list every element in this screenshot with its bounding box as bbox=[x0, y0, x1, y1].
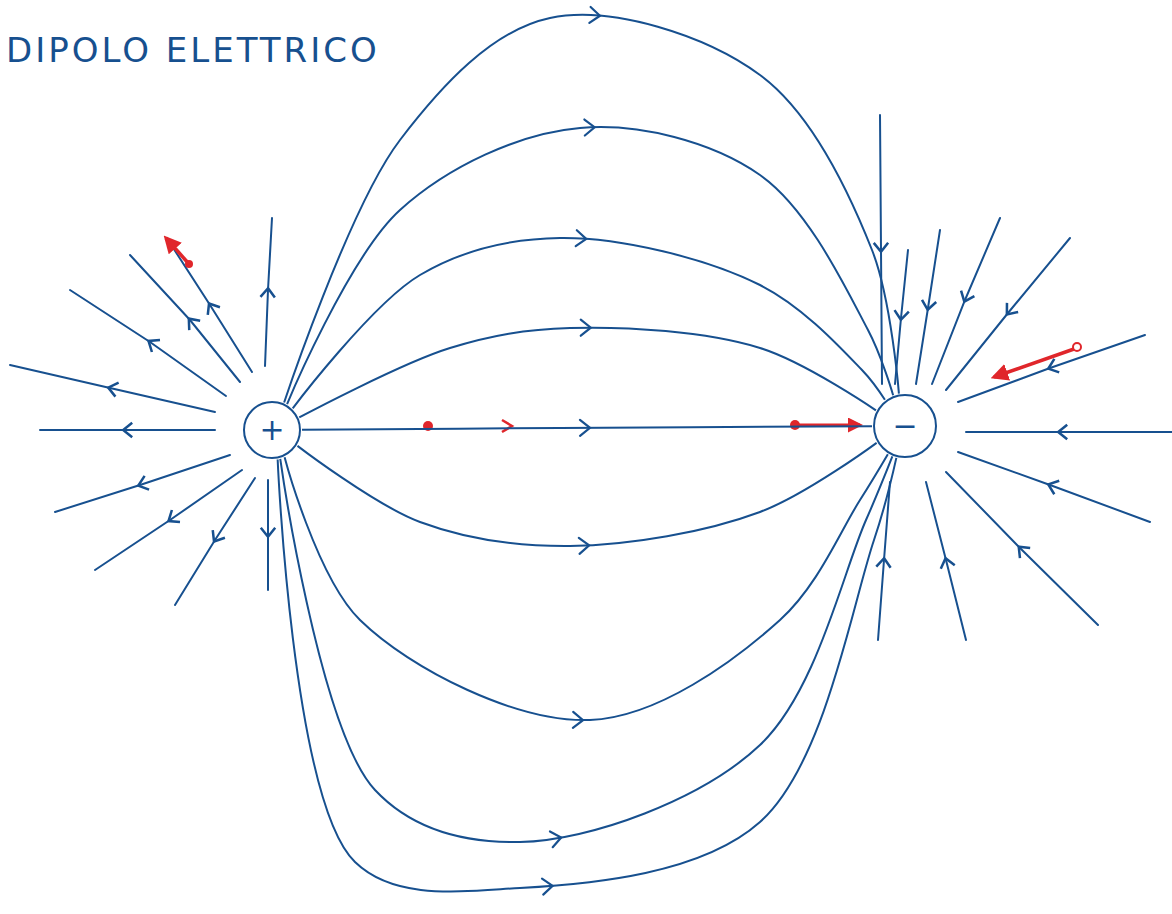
arrow-head bbox=[550, 830, 563, 847]
field-line bbox=[926, 482, 966, 640]
field-line-connector bbox=[302, 420, 872, 436]
arrow-head bbox=[576, 230, 587, 247]
field-vector-marks bbox=[166, 238, 1081, 432]
field-line-connector bbox=[299, 320, 876, 418]
arrow-head bbox=[589, 7, 600, 24]
field-line bbox=[299, 328, 876, 418]
arrow-head bbox=[542, 878, 553, 895]
arrow-head bbox=[581, 320, 591, 336]
field-line bbox=[40, 429, 215, 431]
field-line bbox=[932, 218, 1000, 384]
charge-sign: − bbox=[892, 411, 917, 441]
field-line bbox=[895, 250, 908, 384]
field-line bbox=[10, 365, 215, 412]
arrow-head bbox=[573, 712, 583, 728]
field-line bbox=[55, 455, 230, 512]
arrow-head bbox=[579, 537, 590, 553]
field-line bbox=[284, 15, 899, 403]
field-vector bbox=[502, 420, 512, 432]
field-line bbox=[265, 218, 272, 366]
field-line-connector bbox=[297, 443, 876, 554]
charge-circle: − bbox=[873, 394, 937, 458]
field-line bbox=[966, 431, 1172, 433]
field-vector bbox=[994, 349, 1074, 377]
field-line bbox=[70, 290, 226, 396]
field-line bbox=[297, 443, 876, 546]
field-line bbox=[175, 478, 255, 605]
field-line-connector bbox=[293, 230, 885, 408]
field-line-connector bbox=[287, 119, 893, 404]
field-line bbox=[880, 115, 882, 384]
arrow-head bbox=[584, 119, 594, 135]
field-line-connector bbox=[285, 454, 888, 728]
field-line bbox=[278, 458, 897, 892]
field-line bbox=[916, 230, 940, 384]
field-line bbox=[958, 335, 1145, 402]
field-line bbox=[280, 456, 892, 842]
field-line bbox=[293, 238, 885, 408]
field-line bbox=[267, 480, 269, 590]
diagram-title: DIPOLO ELETTRICO bbox=[6, 30, 380, 70]
field-line bbox=[946, 472, 1098, 625]
charge-circle: + bbox=[243, 401, 301, 459]
arrow-head bbox=[580, 420, 590, 436]
field-line bbox=[958, 452, 1150, 522]
field-line bbox=[95, 470, 242, 570]
field-line bbox=[287, 127, 893, 404]
field-line bbox=[946, 238, 1070, 390]
field-line bbox=[168, 240, 252, 372]
field-line-connector bbox=[280, 456, 892, 847]
field-line-connector bbox=[278, 458, 897, 895]
field-line bbox=[130, 255, 240, 382]
field-vector bbox=[166, 238, 189, 264]
field-line bbox=[285, 454, 888, 720]
charge-sign: + bbox=[259, 415, 284, 445]
